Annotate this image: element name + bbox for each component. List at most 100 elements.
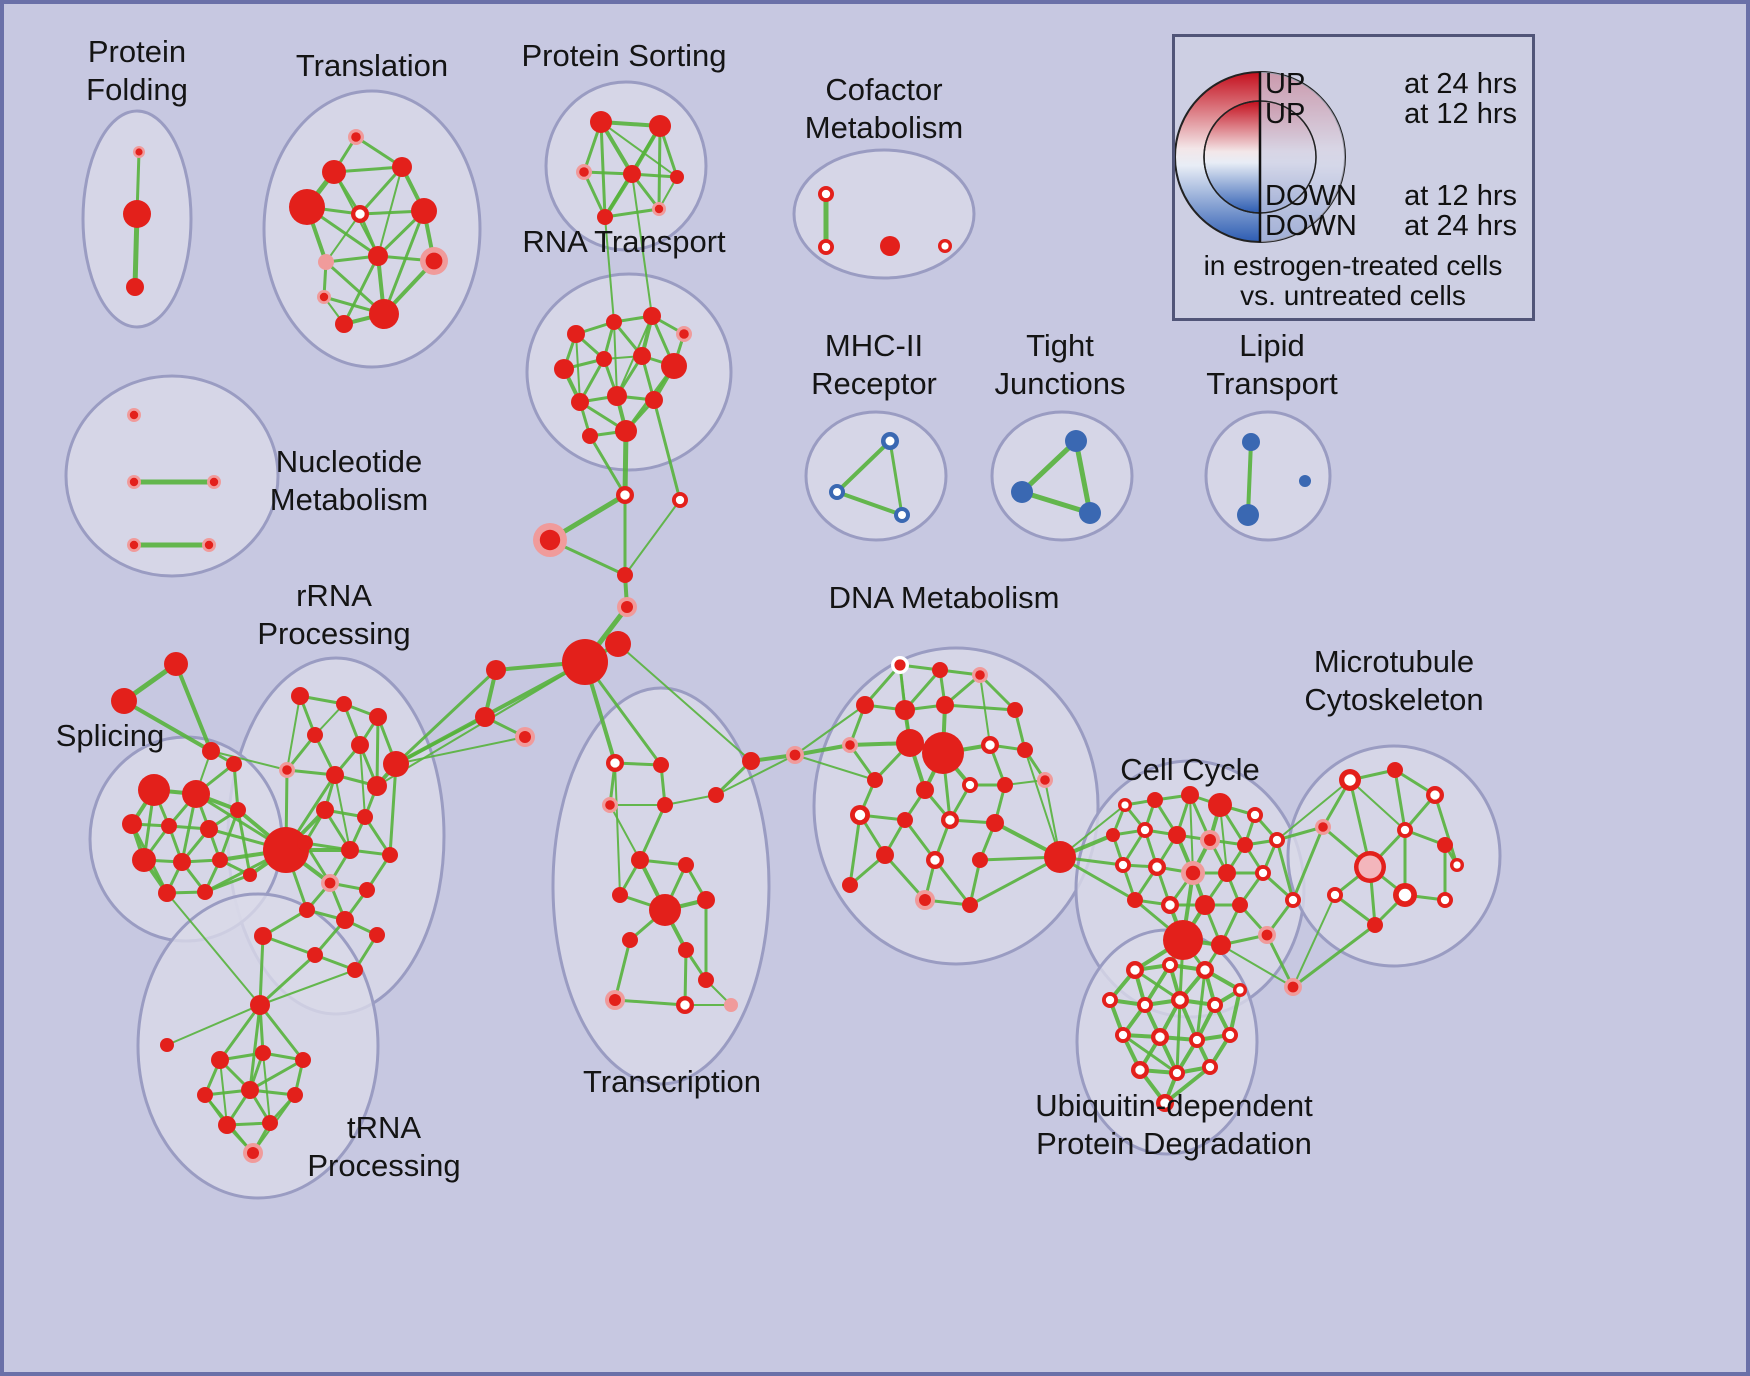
gene-node [606,314,622,330]
gene-node [1168,826,1186,844]
gene-node-core [1261,929,1273,941]
gene-node [607,386,627,406]
edge [375,715,380,788]
gene-node [1208,793,1232,817]
gene-node-core [610,758,620,768]
gene-node [649,894,681,926]
edge [848,813,862,887]
cluster-label-protein-folding: Protein [88,34,186,69]
edge [1024,749,1061,858]
gene-node-core [621,601,633,613]
gene-node [160,1038,174,1052]
gene-node-core [1200,965,1210,975]
gene-node [1218,864,1236,882]
gene-node [670,170,684,184]
nodes-layer [111,111,1464,1163]
gene-node [369,927,385,943]
gene-node [226,756,242,772]
cluster-ellipse-translation [262,89,482,369]
gene-node [1147,792,1163,808]
edge [325,213,361,263]
edge [166,892,261,1006]
gene-node-core [609,994,621,1006]
gene-node-core [1288,895,1298,905]
gene-node [997,777,1013,793]
cluster-ellipse-rna-transport [525,272,733,472]
edge [978,673,1017,712]
gene-node-core [1105,995,1115,1005]
gene-node [307,947,323,963]
gene-node [359,882,375,898]
gene-node [262,1115,278,1131]
gene-node-core [129,477,139,487]
gene-node-core [129,410,139,420]
gene-node [263,827,309,873]
gene-node-core [1135,1065,1145,1075]
edge [259,969,356,1006]
edge [166,1004,261,1046]
gene-node [612,887,628,903]
gene-node [867,772,883,788]
gene-node [623,165,641,183]
gene-node [1195,895,1215,915]
gene-node-core [854,809,866,821]
gene-node [254,927,272,945]
gene-node [615,420,637,442]
gene-node-core [654,204,664,214]
gene-node-core [425,252,443,270]
edge [1220,944,1294,988]
gene-node [322,160,346,184]
gene-node-core [1165,960,1175,970]
gene-node [697,891,715,909]
edge [613,998,687,1007]
gene-node [678,857,694,873]
cluster-label-rrna-processing: Processing [257,616,410,651]
edge [258,1003,305,1062]
gene-node [896,729,924,757]
gene-node-core [1440,895,1450,905]
gene-node-core [135,148,143,156]
gene-node [161,818,177,834]
edge [248,1058,305,1092]
gene-node [111,688,137,714]
gene-node-core [1165,900,1175,910]
gene-node [622,932,638,948]
gene-node [197,1087,213,1103]
edge [1175,998,1182,1075]
edge [1133,968,1182,1002]
gene-node [299,902,315,918]
edge [617,643,752,762]
edge [1121,1033,1179,1075]
gene-node [341,841,359,859]
cluster-ellipse-trna-processing [136,892,380,1200]
edge [358,165,404,216]
gene-node-core [894,659,906,671]
edge [1333,893,1377,927]
gene-node [582,428,598,444]
gene-node-core [1118,860,1128,870]
gene-node-core [204,540,214,550]
edge [575,333,581,403]
gene-node [218,1116,236,1134]
gene-node-core [1430,790,1440,800]
gene-node-core [821,189,831,199]
gene-node [243,868,257,882]
edge [1393,768,1407,832]
edge [624,499,681,576]
edge [210,750,288,771]
gene-node-core [1160,1098,1170,1108]
gene-node-core [1118,1030,1128,1040]
gene-node [1299,475,1311,487]
gene-node [633,347,651,365]
cluster-label-trna-processing: tRNA [347,1110,421,1145]
gene-node [383,751,409,777]
edge [1189,794,1194,874]
gene-node-core [679,329,689,339]
edge [835,490,904,517]
edge [793,743,852,757]
edge [979,674,991,746]
gene-node-core [1140,1000,1150,1010]
gene-node-core [1205,1062,1215,1072]
gene-node-core [355,209,365,219]
